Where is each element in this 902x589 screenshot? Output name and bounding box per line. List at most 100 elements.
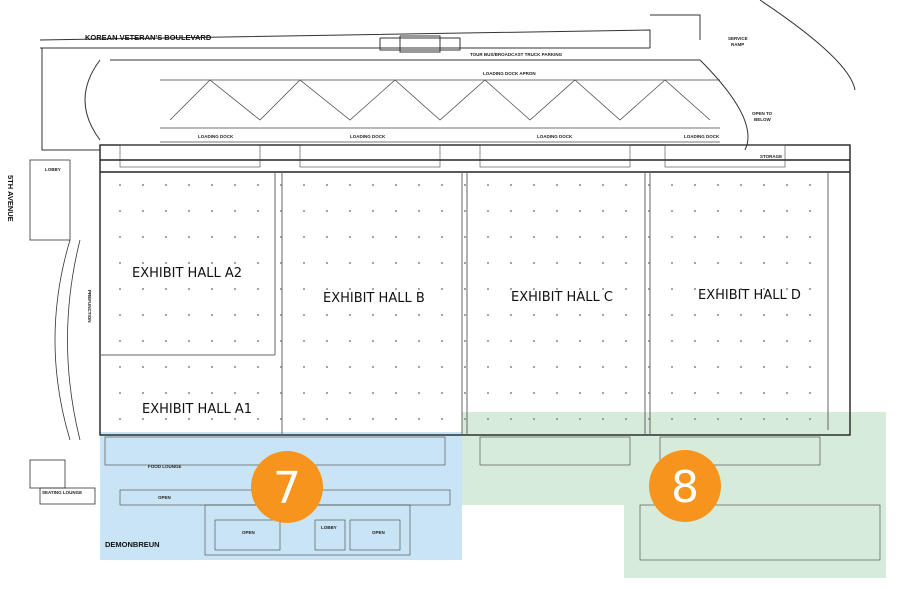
column-dot	[533, 314, 535, 316]
column-dot	[579, 392, 581, 394]
column-dot	[487, 210, 489, 212]
column-dot	[671, 288, 673, 290]
column-dot	[602, 392, 604, 394]
column-dot	[119, 262, 121, 264]
column-dot	[763, 392, 765, 394]
column-dot	[257, 392, 259, 394]
zone-8-marker[interactable]: 8	[649, 450, 721, 522]
column-dot	[717, 236, 719, 238]
column-dot	[280, 288, 282, 290]
column-dot	[556, 210, 558, 212]
dock-apron-label: LOADING DOCK APRON	[483, 71, 536, 76]
column-dot	[602, 210, 604, 212]
column-dot	[303, 418, 305, 420]
column-dot	[579, 288, 581, 290]
column-dot	[142, 184, 144, 186]
column-dot	[786, 392, 788, 394]
column-dot	[579, 340, 581, 342]
column-dot	[395, 262, 397, 264]
column-dot	[188, 340, 190, 342]
column-dot	[234, 210, 236, 212]
column-dot	[234, 184, 236, 186]
column-dot	[372, 288, 374, 290]
column-dot	[326, 262, 328, 264]
column-dot	[326, 366, 328, 368]
column-dot	[188, 418, 190, 420]
column-dot	[349, 288, 351, 290]
open-label-2: OPEN	[242, 530, 255, 535]
column-dot	[326, 418, 328, 420]
column-dot	[510, 184, 512, 186]
column-dot	[579, 184, 581, 186]
column-dot	[464, 314, 466, 316]
column-dot	[165, 184, 167, 186]
column-dot	[418, 262, 420, 264]
column-dot	[809, 366, 811, 368]
open-label-1: OPEN	[158, 495, 171, 500]
column-dot	[648, 418, 650, 420]
column-dot	[211, 392, 213, 394]
column-dot	[740, 314, 742, 316]
column-dot	[119, 340, 121, 342]
column-dot	[349, 184, 351, 186]
column-dot	[625, 236, 627, 238]
column-dot	[349, 392, 351, 394]
column-dot	[234, 340, 236, 342]
tour-parking-label: TOUR BUS/BROADCAST TRUCK PARKING	[470, 52, 563, 57]
column-dot	[119, 418, 121, 420]
column-dot	[418, 184, 420, 186]
column-dot	[165, 288, 167, 290]
column-dot	[326, 314, 328, 316]
dock-label-1: LOADING DOCK	[198, 134, 234, 139]
column-dot	[395, 184, 397, 186]
column-dot	[142, 262, 144, 264]
column-dot	[188, 392, 190, 394]
zone-7-marker[interactable]: 7	[251, 451, 323, 523]
column-dot	[441, 236, 443, 238]
column-dot	[556, 340, 558, 342]
column-dot	[395, 288, 397, 290]
column-dot	[809, 184, 811, 186]
column-dot	[211, 366, 213, 368]
column-dot	[602, 418, 604, 420]
column-dot	[441, 340, 443, 342]
zone-7-number: 7	[273, 463, 301, 514]
column-dot	[579, 366, 581, 368]
column-dot	[418, 366, 420, 368]
column-dot	[188, 314, 190, 316]
column-dot	[579, 236, 581, 238]
column-dot	[487, 314, 489, 316]
dock-label-2: LOADING DOCK	[350, 134, 386, 139]
column-dot	[487, 340, 489, 342]
street-west-label: 5TH AVENUE	[6, 175, 15, 222]
column-dot	[395, 340, 397, 342]
column-dot	[717, 288, 719, 290]
column-dot	[556, 392, 558, 394]
column-dot	[510, 210, 512, 212]
column-dot	[441, 418, 443, 420]
column-dot	[625, 288, 627, 290]
column-dot	[694, 366, 696, 368]
column-dot	[303, 210, 305, 212]
column-dot	[464, 340, 466, 342]
loading-dock-apron	[160, 79, 720, 143]
column-dot	[211, 288, 213, 290]
column-dot	[510, 418, 512, 420]
column-dot	[556, 184, 558, 186]
column-dot	[510, 314, 512, 316]
column-dot	[303, 314, 305, 316]
column-dot	[188, 288, 190, 290]
column-dot	[303, 236, 305, 238]
open-below-label-2: BELOW	[754, 117, 772, 122]
street-north-label: KOREAN VETERAN'S BOULEVARD	[85, 33, 212, 42]
column-dot	[671, 418, 673, 420]
column-dot	[349, 418, 351, 420]
column-dot	[372, 262, 374, 264]
column-dot	[395, 418, 397, 420]
column-dot	[464, 366, 466, 368]
column-dot	[280, 236, 282, 238]
column-dot	[602, 340, 604, 342]
column-dot	[625, 210, 627, 212]
building-outline	[99, 144, 851, 436]
